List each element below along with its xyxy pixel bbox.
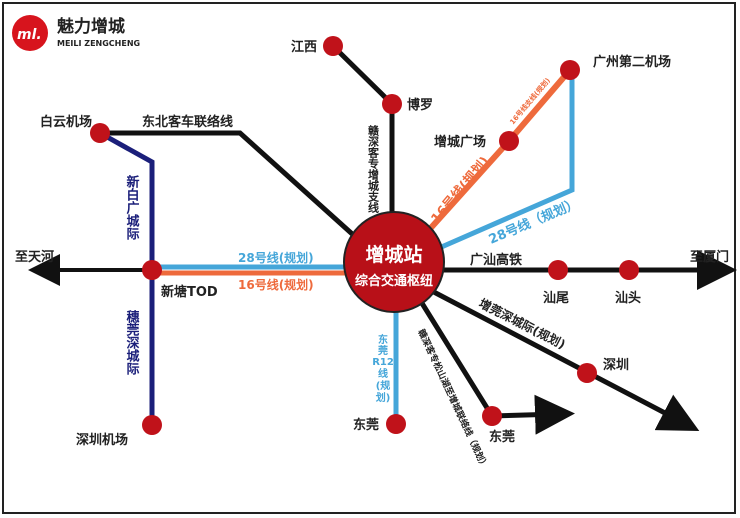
songshanhu-line [417, 298, 575, 435]
station-sz-airport[interactable] [142, 415, 162, 435]
dongbei-line [100, 130, 372, 252]
station-shantou[interactable] [619, 260, 639, 280]
label-r12-part: 莞 [378, 344, 388, 357]
label-dongguan-b: 东莞 [489, 429, 515, 445]
label-xinbai: 新白广城际 [124, 174, 140, 241]
label-r12-part: 东 [378, 333, 388, 346]
label-boluo: 博罗 [407, 97, 433, 113]
station-xintang[interactable] [142, 260, 162, 280]
hub-sub: 综合交通枢纽 [355, 273, 433, 289]
label-xintang: 新塘TOD [161, 284, 218, 300]
label-r12-part: (规 [376, 379, 391, 392]
label-line28-west: 28号线(规划) [238, 250, 314, 265]
label-suiguan: 穗莞深城际 [124, 309, 140, 376]
label-ganshen-branch: 赣深客专增城支线 [367, 124, 381, 214]
label-gz-airport2: 广州第二机场 [593, 54, 671, 70]
logo-en: MEILI ZENGCHENG [57, 39, 140, 48]
label-r12: 东 莞 R12 线 (规 划) [372, 333, 394, 404]
line28-east [428, 70, 575, 255]
label-zc-square: 增城广场 [434, 134, 486, 150]
label-shanwei: 汕尾 [543, 290, 569, 306]
label-xiamen: 至厦门 [690, 249, 729, 265]
station-dongguan-b[interactable] [482, 406, 502, 426]
station-baiyun[interactable] [90, 123, 110, 143]
station-jiangxi[interactable] [323, 36, 343, 56]
label-shantou: 汕头 [615, 290, 641, 306]
hub-name: 增城站 [365, 243, 422, 266]
label-line16-west: 16号线(规划) [238, 277, 314, 292]
label-r12-part: 划) [376, 391, 391, 404]
station-gz-airport2[interactable] [560, 60, 580, 80]
label-dongguan-a: 东莞 [353, 417, 379, 433]
xinbai-suiguan-line [98, 130, 155, 425]
label-guangshan: 广汕高铁 [470, 252, 522, 268]
station-boluo[interactable] [382, 94, 402, 114]
label-tianhe: 至天河 [15, 249, 54, 265]
station-shanwei[interactable] [548, 260, 568, 280]
zengguan-line [428, 287, 700, 431]
station-shenzhen[interactable] [577, 363, 597, 383]
label-dongbei: 东北客车联络线 [142, 114, 233, 130]
label-jiangxi: 江西 [291, 39, 317, 55]
logo-cn: 魅力增城 [57, 16, 125, 37]
label-shenzhen: 深圳 [603, 357, 629, 373]
hub-station[interactable] [343, 211, 445, 313]
station-dongguan-a[interactable] [386, 414, 406, 434]
label-r12-part: R12 [372, 357, 394, 368]
label-sz-airport: 深圳机场 [76, 432, 128, 448]
label-baiyun: 白云机场 [40, 114, 92, 130]
logo-mark-text: ml. [17, 27, 42, 43]
label-r12-part: 线 [378, 367, 388, 380]
logo: ml. 魅力增城 MEILI ZENGCHENG [12, 15, 140, 51]
label-line16-east: 16号线(规划) [428, 153, 493, 226]
station-zc-square[interactable] [499, 131, 519, 151]
logo-mark [12, 15, 48, 51]
